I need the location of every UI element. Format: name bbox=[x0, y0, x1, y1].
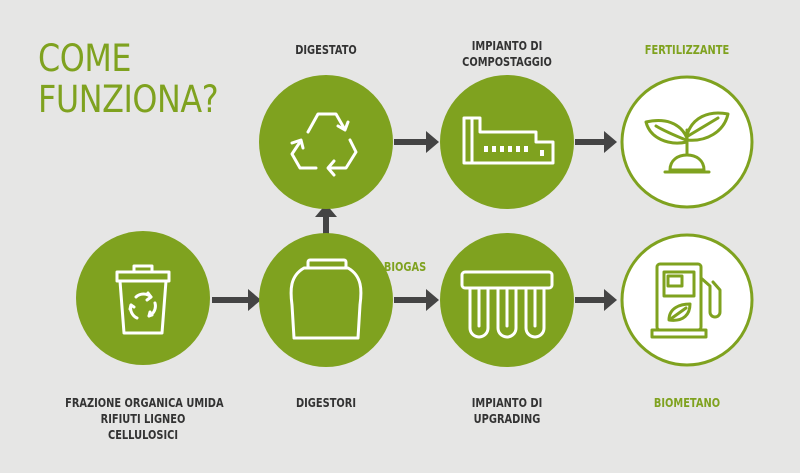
label-fertilizzante: FERTILIZZANTE bbox=[644, 43, 730, 57]
arrow-compost-to-fertilizzante bbox=[575, 131, 617, 153]
node-forsu bbox=[76, 231, 210, 365]
factory-windows-icon bbox=[484, 146, 544, 156]
arrow-upgrading-to-biometano bbox=[575, 289, 617, 311]
page-title: COME FUNZIONA? bbox=[38, 37, 219, 121]
node-digestato bbox=[259, 75, 393, 209]
fuel-pump-icon bbox=[650, 262, 722, 339]
label-biogas: BIOGAS bbox=[383, 260, 427, 274]
label-digestori: DIGESTORI bbox=[295, 396, 357, 410]
label-forsu: FRAZIONE ORGANICA UMIDA RIFIUTI LIGNEO C… bbox=[65, 396, 224, 442]
node-digestori bbox=[259, 233, 393, 367]
label-compostaggio: IMPIANTO DI COMPOSTAGGIO bbox=[462, 39, 552, 69]
recycle-arrows-icon bbox=[290, 112, 358, 177]
factory-icon bbox=[462, 116, 555, 165]
label-digestato: DIGESTATO bbox=[295, 43, 357, 57]
label-biometano: BIOMETANO bbox=[653, 396, 721, 410]
arrow-digestori-to-digestato bbox=[315, 204, 337, 238]
node-biometano bbox=[620, 233, 754, 367]
node-compostaggio bbox=[440, 75, 574, 209]
digester-tank-icon bbox=[289, 258, 363, 340]
title-line-2: FUNZIONA? bbox=[38, 78, 219, 121]
sprout-icon bbox=[644, 111, 730, 174]
node-fertilizzante bbox=[620, 75, 754, 209]
upgrading-tubes-icon bbox=[460, 270, 554, 339]
node-upgrading bbox=[440, 233, 574, 367]
arrow-forsu-to-digestori bbox=[212, 289, 261, 311]
recycle-bin-icon bbox=[115, 264, 171, 335]
arrow-digestato-to-compost bbox=[394, 131, 439, 153]
title-line-1: COME bbox=[38, 37, 132, 80]
arrow-digestori-to-upgrading bbox=[394, 289, 439, 311]
label-upgrading: IMPIANTO DI UPGRADING bbox=[471, 396, 543, 426]
